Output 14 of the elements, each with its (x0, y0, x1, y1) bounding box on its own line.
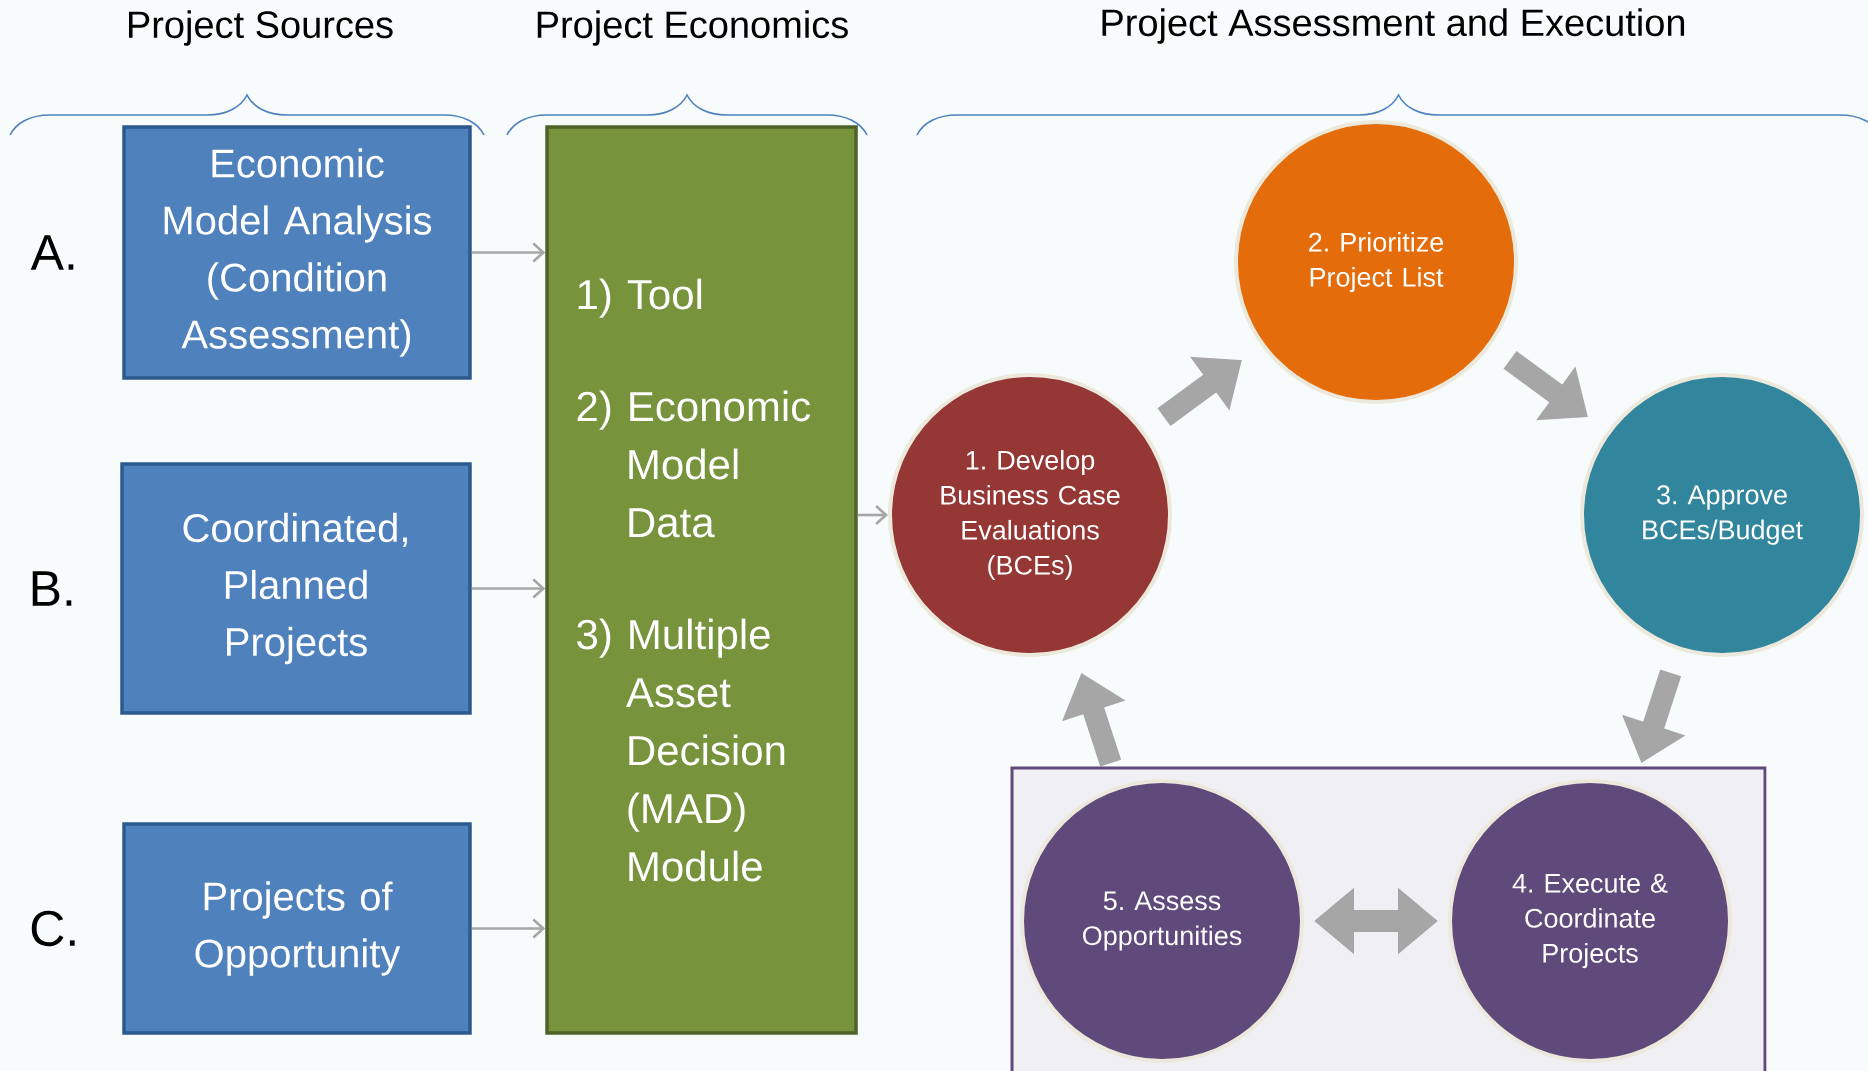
column-heading: Project Economics (537, 10, 848, 46)
arrow (471, 918, 546, 939)
process-box: Coordinated, Planned Projects (120, 462, 472, 715)
arrow (471, 578, 546, 599)
arrow (857, 505, 888, 525)
column-heading: Project Sources (129, 10, 393, 46)
process-box: Economic Model Analysis (Condition Assessment) (122, 125, 472, 380)
row-letter: B. (32, 571, 72, 606)
row-letter: C. (31, 910, 75, 947)
list-panel: 1) Tool 2) Economic Model Data 3) Multiple Asset Decision (MAD) Module (545, 125, 858, 1035)
process-box: Projects of Opportunity (122, 822, 472, 1035)
row-letter: A. (30, 235, 74, 270)
arrow (471, 242, 546, 263)
column-heading: Project Assessment and Execution (1102, 8, 1685, 44)
